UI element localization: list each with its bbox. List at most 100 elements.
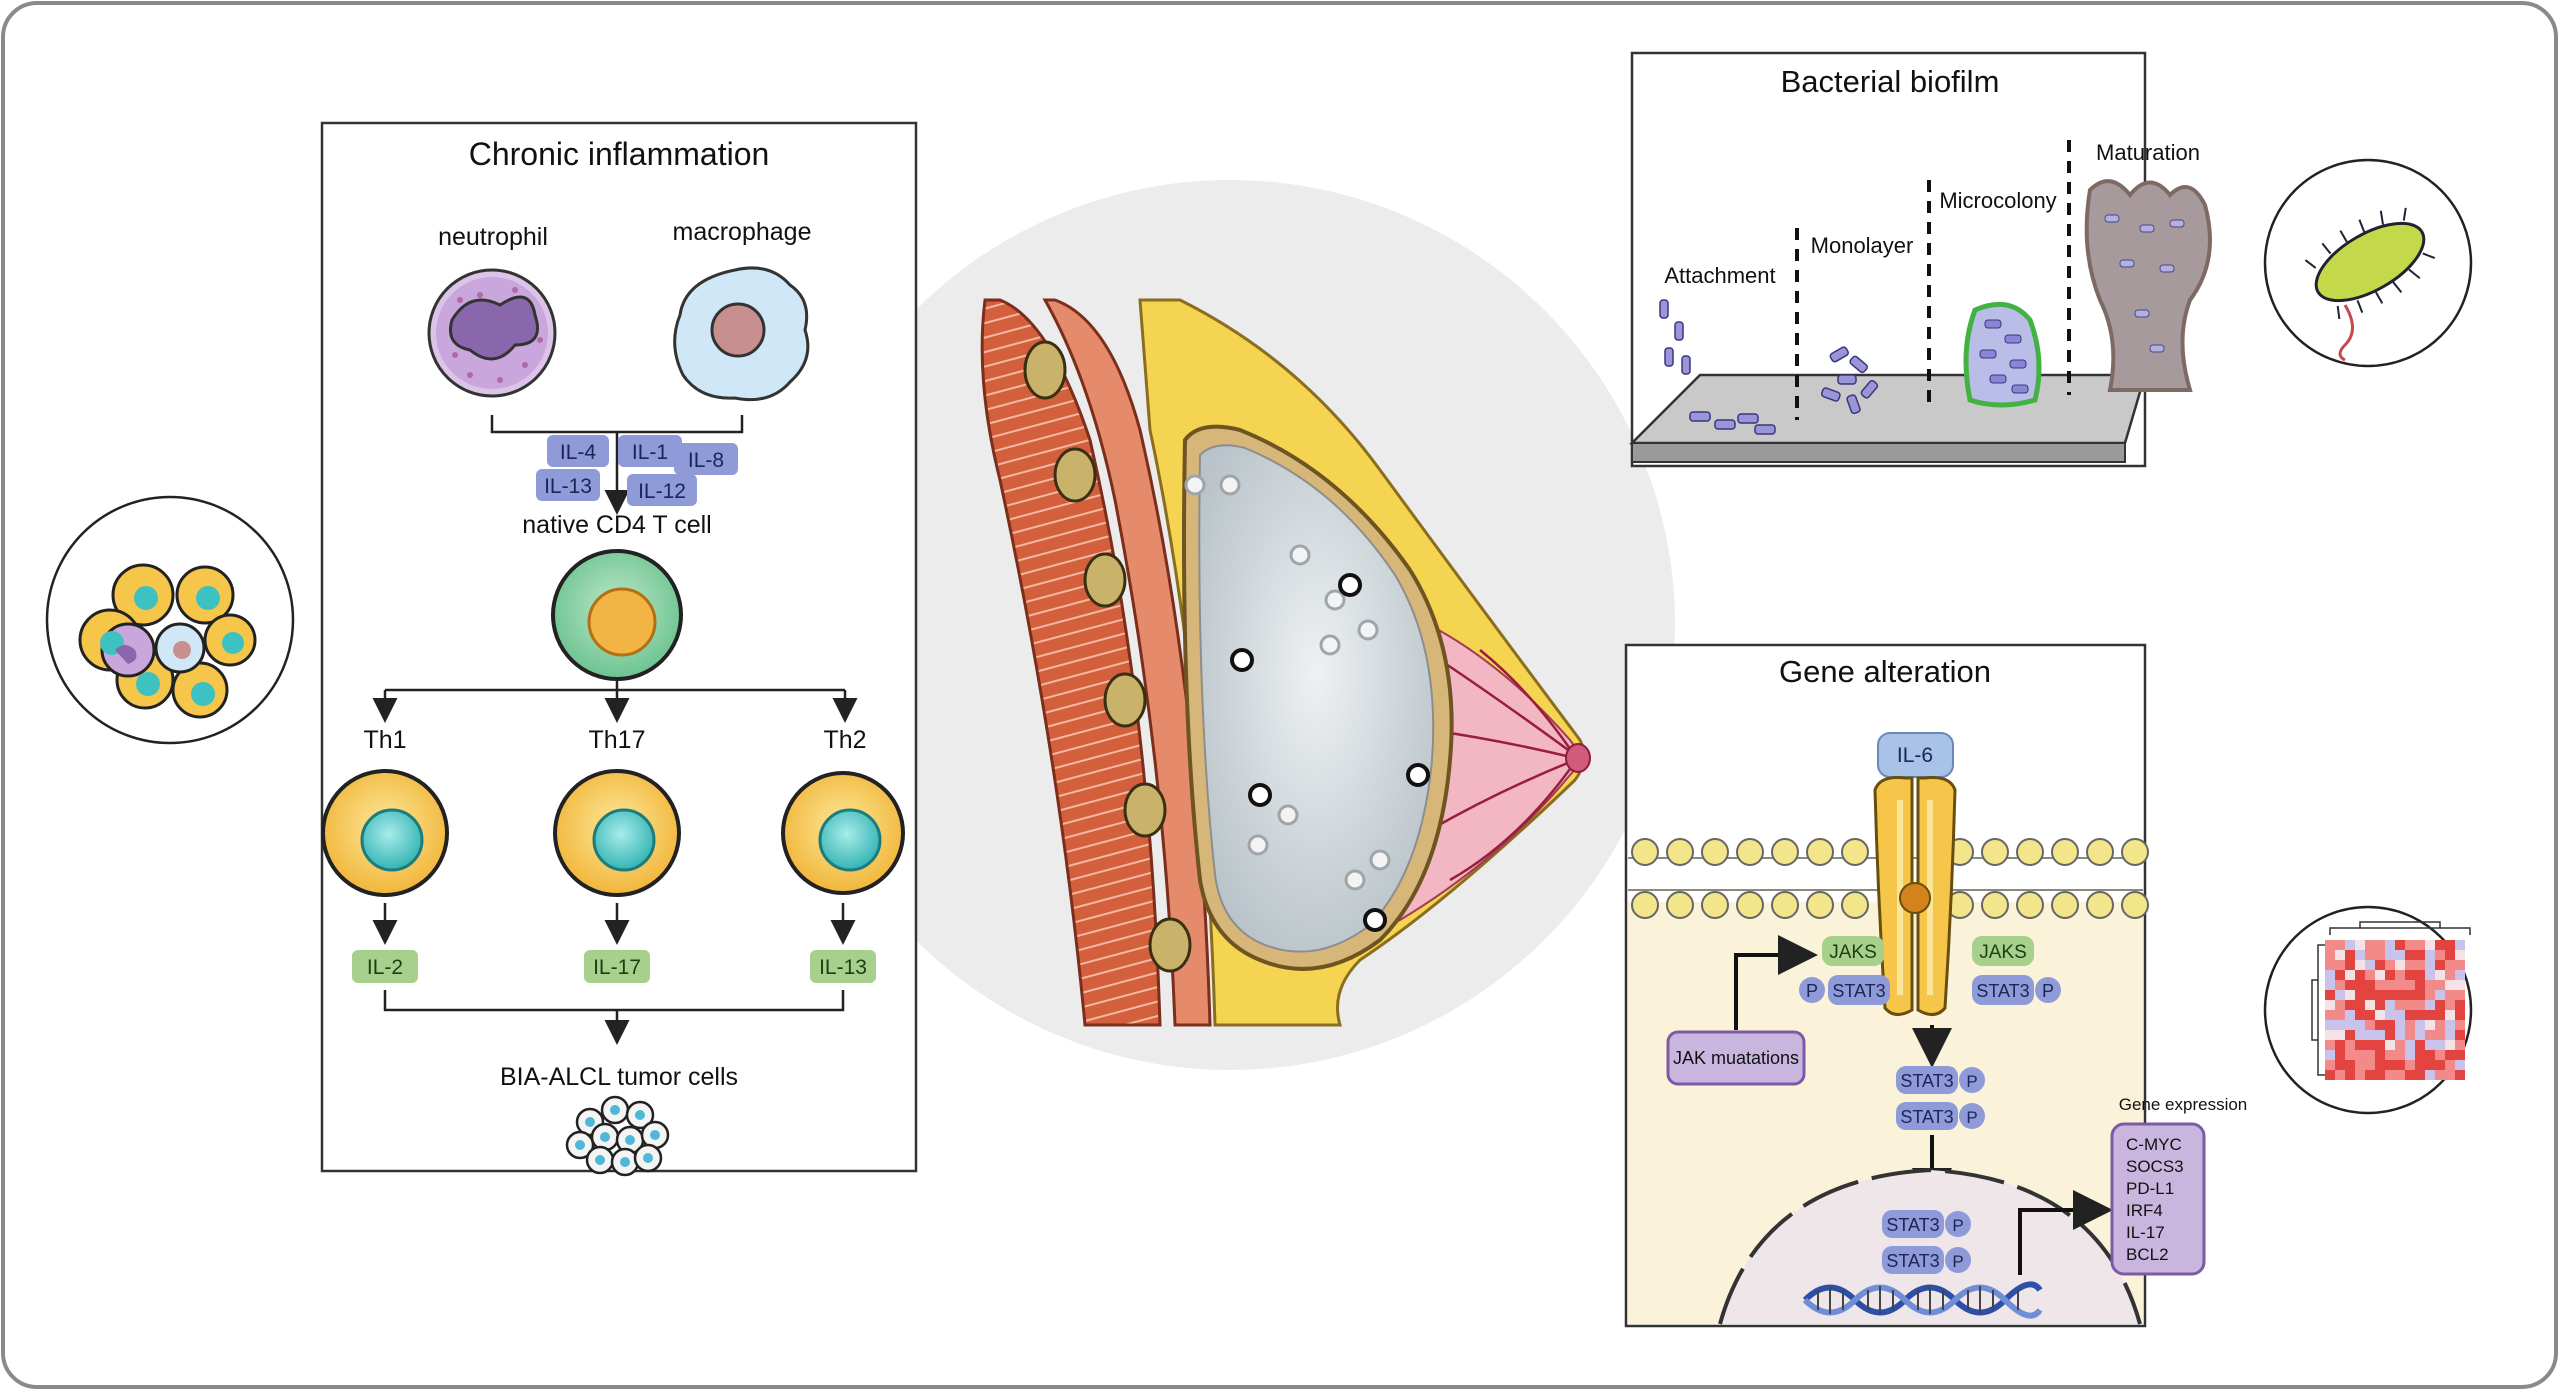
dna-helix — [1802, 1281, 2043, 1319]
heatmap-cell — [2425, 1020, 2435, 1030]
heatmap-cell — [2445, 1050, 2455, 1060]
breast-anatomy — [785, 180, 1675, 1070]
heatmap-cell — [2395, 1050, 2405, 1060]
heatmap-cell — [2455, 1000, 2465, 1010]
gene-item: BCL2 — [2126, 1245, 2169, 1264]
heatmap-cell — [2435, 1030, 2445, 1040]
heatmap-cell — [2335, 990, 2345, 1000]
heatmap-cell — [2375, 1010, 2385, 1020]
heatmap-cell — [2355, 990, 2365, 1000]
heatmap-cell — [2345, 990, 2355, 1000]
heatmap-cell — [2325, 1030, 2335, 1040]
heatmap-cell — [2425, 1050, 2435, 1060]
heatmap-cell — [2385, 980, 2395, 990]
heatmap-cell — [2405, 1030, 2415, 1040]
heatmap-cell — [2395, 1040, 2405, 1050]
heatmap-cell — [2395, 980, 2405, 990]
p-right: P — [2042, 981, 2054, 1001]
fat-globules — [1023, 340, 1192, 973]
heatmap-cell — [2415, 1030, 2425, 1040]
heatmap-cell — [2395, 1060, 2405, 1070]
heatmap-cell — [2375, 1000, 2385, 1010]
heatmap-cell — [2455, 1030, 2465, 1040]
heatmap-cell — [2455, 950, 2465, 960]
heatmap-cell — [2415, 960, 2425, 970]
heatmap-cell — [2345, 950, 2355, 960]
heatmap-cells — [2325, 940, 2465, 1080]
heatmap-cell — [2455, 990, 2465, 1000]
microcolony — [1963, 301, 2042, 408]
heatmap-cell — [2455, 940, 2465, 950]
heatmap-cell — [2325, 1040, 2335, 1050]
il6-receptor — [1873, 776, 1957, 1016]
heatmap-cell — [2415, 1070, 2425, 1080]
heatmap-cell — [2435, 1020, 2445, 1030]
heatmap-cell — [2425, 1060, 2435, 1070]
heatmap-cell — [2405, 1040, 2415, 1050]
gene-item: PD-L1 — [2126, 1179, 2174, 1198]
stage-attachment: Attachment — [1664, 263, 1775, 288]
heatmap-cell — [2355, 960, 2365, 970]
heatmap-cell — [2365, 950, 2375, 960]
heatmap-cell — [2455, 970, 2465, 980]
nipple — [1565, 743, 1591, 773]
heatmap-cell — [2325, 1060, 2335, 1070]
heatmap-cell — [2345, 1020, 2355, 1030]
heatmap-cell — [2445, 940, 2455, 950]
heatmap-cell — [2445, 1000, 2455, 1010]
heatmap-cell — [2345, 1040, 2355, 1050]
heatmap-cell — [2415, 1060, 2425, 1070]
heatmap-cell — [2355, 950, 2365, 960]
heatmap-cell — [2385, 1010, 2395, 1020]
heatmap-cell — [2405, 1000, 2415, 1010]
heatmap-cell — [2325, 1020, 2335, 1030]
il2-label: IL-2 — [367, 956, 403, 979]
heatmap-cell — [2455, 1010, 2465, 1020]
il17-label: IL-17 — [593, 956, 641, 979]
heatmap-icon — [2263, 905, 2473, 1115]
macrophage-label: macrophage — [673, 218, 812, 246]
heatmap-cell — [2345, 1050, 2355, 1060]
heatmap-cell — [2365, 1070, 2375, 1080]
cd4-label: native CD4 T cell — [522, 511, 711, 539]
heatmap-cell — [2335, 1070, 2345, 1080]
th17-label: Th17 — [589, 726, 646, 754]
heatmap-cell — [2395, 1070, 2405, 1080]
heatmap-cell — [2435, 1000, 2445, 1010]
inner-muscle — [1042, 298, 1212, 1027]
gene-item: IRF4 — [2126, 1201, 2163, 1220]
heatmap-cell — [2345, 1060, 2355, 1070]
cyt-il8: IL-8 — [688, 449, 724, 472]
heatmap-cell — [2335, 1050, 2345, 1060]
heatmap-cell — [2395, 960, 2405, 970]
heatmap-cell — [2345, 1010, 2355, 1020]
heatmap-cell — [2425, 970, 2435, 980]
heatmap-cell — [2375, 1070, 2385, 1080]
heatmap-cell — [2395, 990, 2405, 1000]
stat3-dimer-bottom: STAT3 — [1900, 1107, 1953, 1127]
heatmap-cell — [2335, 1030, 2345, 1040]
heatmap-cell — [2375, 1060, 2385, 1070]
heatmap-cell — [2365, 1040, 2375, 1050]
heatmap-cell — [2335, 1060, 2345, 1070]
biofilm-surface — [1628, 373, 2147, 445]
heatmap-cell — [2365, 960, 2375, 970]
heatmap-cell — [2445, 950, 2455, 960]
heatmap-cell — [2405, 990, 2415, 1000]
heatmap-cell — [2415, 940, 2425, 950]
heatmap-cell — [2365, 980, 2375, 990]
heatmap-cell — [2335, 1020, 2345, 1030]
heatmap-cell — [2375, 1040, 2385, 1050]
heatmap-cell — [2445, 960, 2455, 970]
heatmap-cell — [2415, 990, 2425, 1000]
tumor-label: BIA-ALCL tumor cells — [500, 1063, 738, 1091]
mature-biofilm — [2084, 179, 2212, 392]
stat3-nuclear-bottom: STAT3 — [1886, 1251, 1939, 1271]
heatmap-cell — [2435, 980, 2445, 990]
breast-implant — [1198, 444, 1435, 953]
heatmap-cell — [2415, 1000, 2425, 1010]
heatmap-cell — [2395, 1030, 2405, 1040]
heatmap-cell — [2455, 1050, 2465, 1060]
heatmap-cell — [2375, 1030, 2385, 1040]
heatmap-cell — [2375, 990, 2385, 1000]
